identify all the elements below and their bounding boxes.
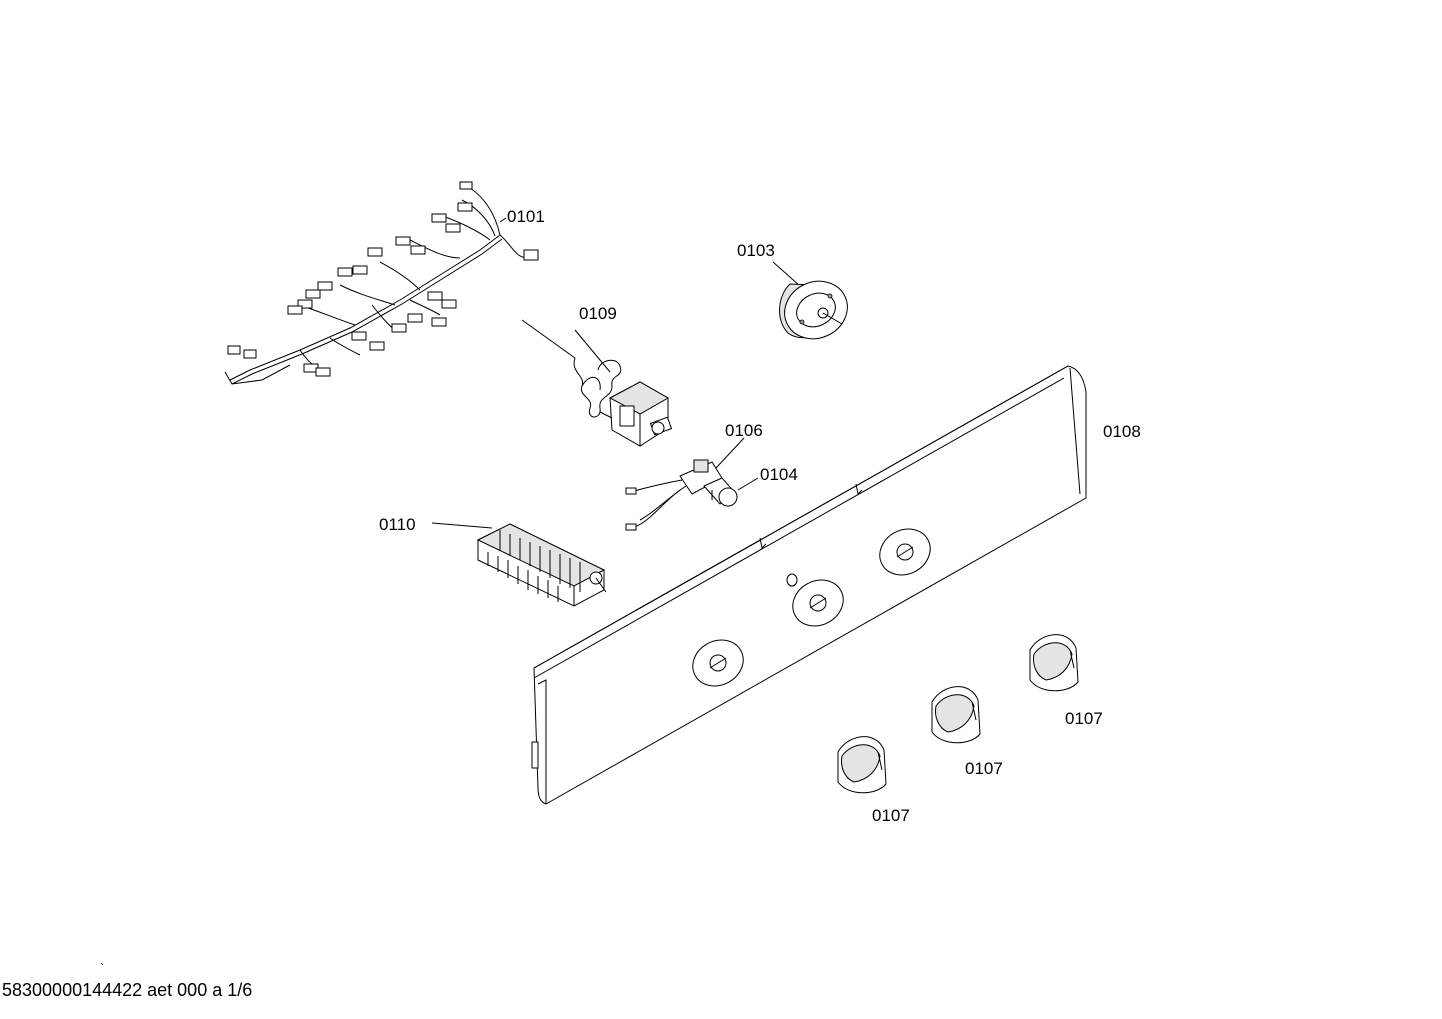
leader-line-0103 [772, 261, 801, 287]
part-label-0107-right[interactable]: 0107 [1065, 709, 1103, 728]
part-label-0106[interactable]: 0106 [725, 421, 763, 440]
part-label-0104[interactable]: 0104 [760, 465, 798, 484]
part-label-0107-left[interactable]: 0107 [872, 806, 910, 825]
part-label-0108[interactable]: 0108 [1103, 422, 1141, 441]
footer-tick-mark: ` [100, 961, 104, 975]
timer-motor-part[interactable] [775, 271, 857, 349]
lamp-part[interactable] [703, 477, 738, 507]
part-label-0107-middle[interactable]: 0107 [965, 759, 1003, 778]
thermostat-part[interactable] [521, 319, 673, 447]
part-label-0101[interactable]: 0101 [507, 207, 545, 226]
part-label-0103[interactable]: 0103 [737, 241, 775, 260]
part-label-0109[interactable]: 0109 [579, 304, 617, 323]
knob-part-right[interactable] [1029, 634, 1079, 692]
leader-line-0109 [574, 329, 611, 373]
control-panel-part[interactable] [531, 365, 1087, 805]
switch-part[interactable] [625, 459, 723, 531]
part-label-0110[interactable]: 0110 [379, 515, 416, 534]
leader-line-0106 [715, 437, 745, 469]
selector-switch-part[interactable] [476, 523, 607, 607]
document-reference: 58300000144422 aet 000 a 1/6 [2, 980, 253, 1000]
leader-line-0101 [499, 217, 507, 223]
knob-part-middle[interactable] [931, 686, 981, 744]
leader-line-0104 [737, 477, 759, 491]
knob-part-left[interactable] [837, 736, 887, 794]
leader-line-0110 [431, 522, 493, 529]
wiring-harness-part[interactable] [224, 181, 539, 385]
